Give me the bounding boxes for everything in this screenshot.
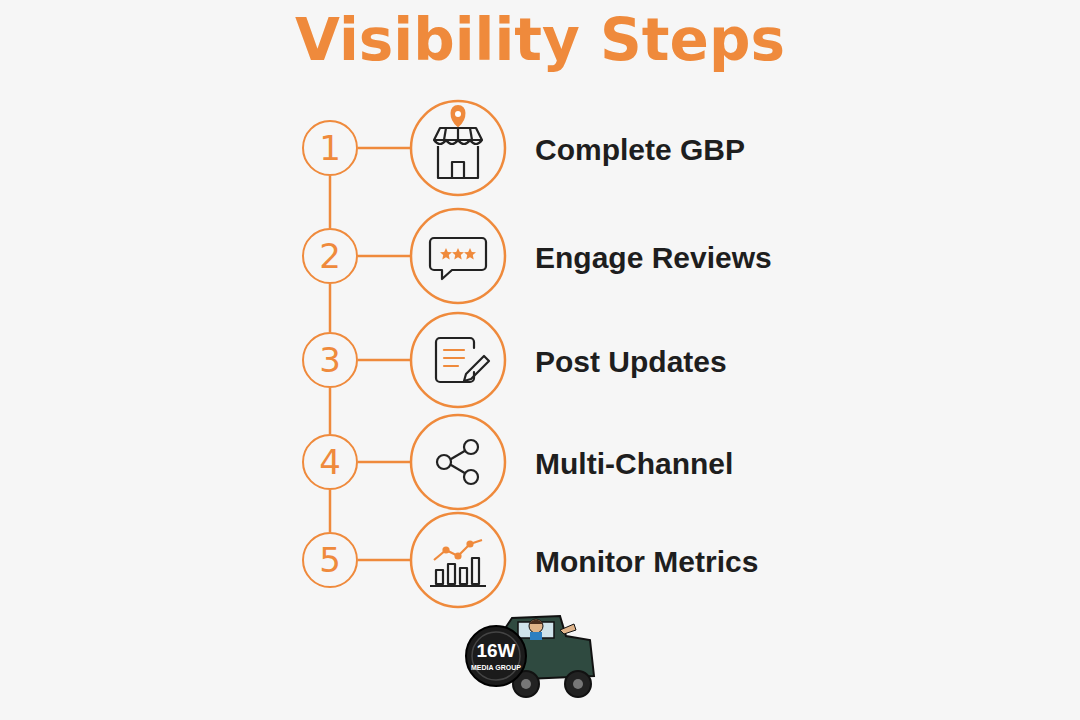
step-number-circle: 2 xyxy=(302,228,358,284)
step-number: 1 xyxy=(319,131,341,165)
step-number: 3 xyxy=(319,343,341,377)
step-label: Multi-Channel xyxy=(535,447,733,481)
step-number-circle: 4 xyxy=(302,434,358,490)
title: Visibility Steps xyxy=(295,6,785,74)
post-icon xyxy=(436,338,489,382)
share-icon xyxy=(437,440,478,484)
step-connector xyxy=(329,490,332,532)
step-number-circle: 5 xyxy=(302,532,358,588)
step-connector xyxy=(329,284,332,332)
icon-rings xyxy=(358,101,505,607)
step-number-circle: 1 xyxy=(302,120,358,176)
step-connector xyxy=(329,388,332,434)
step-number: 4 xyxy=(319,445,341,479)
step-label: Post Updates xyxy=(535,345,727,379)
logo-text: MEDIA GROUP xyxy=(471,664,521,671)
step-label: Engage Reviews xyxy=(535,241,772,275)
jeep-logo xyxy=(466,616,594,697)
step-number-circle: 3 xyxy=(302,332,358,388)
store-icon xyxy=(434,106,482,178)
chart-icon xyxy=(430,540,486,586)
review-icon xyxy=(430,238,486,279)
step-connector xyxy=(329,176,332,228)
step-number: 5 xyxy=(319,543,341,577)
step-label: Complete GBP xyxy=(535,133,745,167)
step-number: 2 xyxy=(319,239,341,273)
logo-mark: 16W xyxy=(476,641,515,660)
step-label: Monitor Metrics xyxy=(535,545,758,579)
